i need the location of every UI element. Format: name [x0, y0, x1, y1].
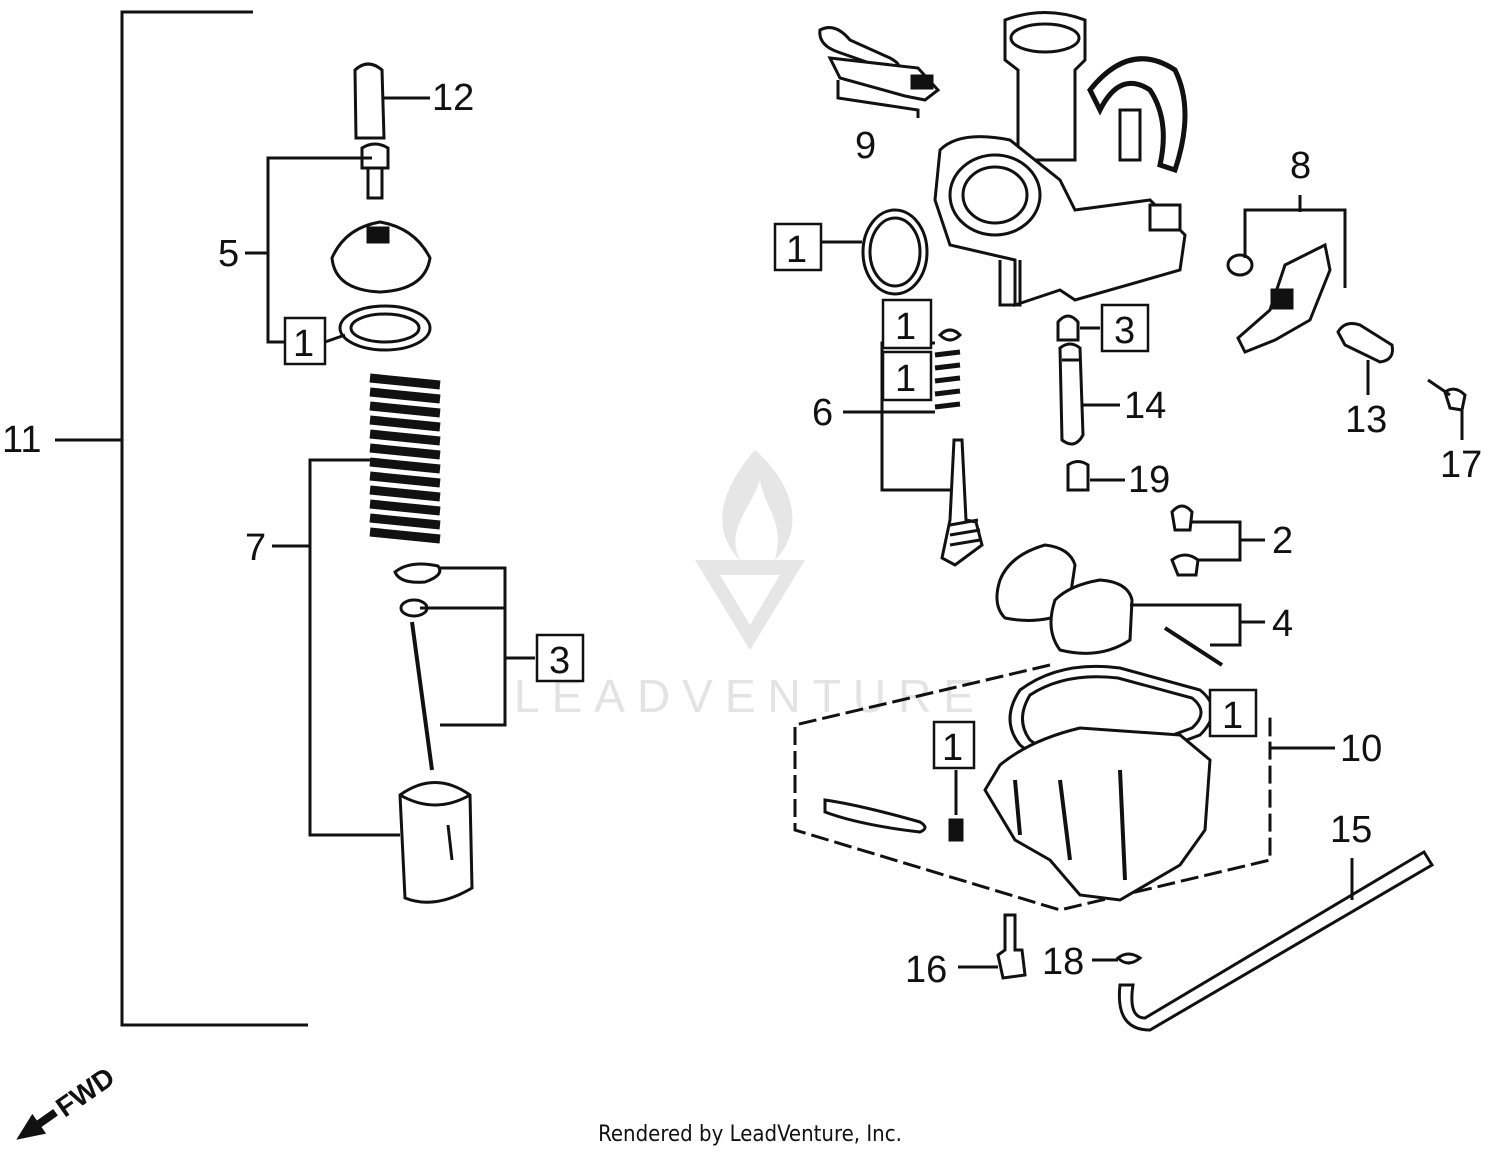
bracket-7: [308, 458, 400, 837]
label-1f: 1: [1222, 695, 1243, 737]
box-1c: [881, 298, 933, 350]
part-7-throttle-valve: [398, 781, 474, 904]
box-1f: [1208, 688, 1258, 738]
bracket-5: [266, 156, 372, 344]
part-14-main-jet-holder: [1058, 342, 1085, 446]
label-12: 12: [432, 77, 474, 119]
part-19-main-jet: [1066, 460, 1090, 492]
leader-9: [836, 80, 920, 118]
watermark-text: LEADVENTURE: [514, 670, 986, 722]
part-8-ring: [1226, 253, 1254, 277]
label-1e: 1: [942, 727, 963, 769]
leader-1a: [324, 333, 346, 344]
label-16: 16: [905, 949, 947, 991]
part-18-clip: [1115, 952, 1143, 965]
part-6-pilot-screw: [940, 438, 984, 567]
part-7-spring: [369, 373, 441, 544]
label-6: 6: [812, 392, 833, 434]
watermark-v-icon: [695, 560, 805, 650]
label-10: 10: [1340, 728, 1382, 770]
label-3b: 3: [1114, 310, 1135, 352]
part-1-drain-screw: [948, 818, 964, 842]
label-13: 13: [1345, 399, 1387, 441]
fwd-arrow-icon: [16, 1109, 58, 1140]
fwd-label: FWD: [50, 1061, 120, 1123]
box-1a: [283, 316, 327, 366]
part-12-needle-jet: [353, 62, 386, 140]
part-5-plug: [360, 142, 390, 200]
label-18: 18: [1042, 941, 1084, 983]
label-9: 9: [855, 125, 876, 167]
label-8: 8: [1290, 145, 1311, 187]
part-1-gasket: [338, 304, 432, 352]
box-1b: [773, 222, 823, 272]
label-4: 4: [1272, 603, 1293, 645]
label-11: 11: [2, 419, 41, 461]
part-10-float-chamber: [983, 726, 1212, 902]
bracket-11: [120, 10, 308, 1027]
part-1-spring-small: [934, 349, 961, 410]
bracket-2: [1190, 520, 1265, 562]
label-1b: 1: [786, 229, 807, 271]
part-16-screw: [996, 913, 1027, 980]
label-17: 17: [1440, 444, 1482, 486]
part-17-screw: [1427, 378, 1467, 412]
box-3a: [535, 633, 585, 683]
label-1d: 1: [895, 358, 916, 400]
label-1a: 1: [293, 323, 314, 365]
label-7: 7: [245, 527, 266, 569]
label-5: 5: [218, 233, 239, 275]
part-2-float-pin-clip: [1170, 504, 1200, 577]
part-13-collar: [1336, 322, 1394, 364]
watermark-flame-icon: [722, 450, 793, 560]
box-3b: [1100, 303, 1150, 353]
bracket-4: [1130, 603, 1265, 647]
label-1c: 1: [895, 306, 916, 348]
footer-credit: Rendered by LeadVenture, Inc.: [598, 1122, 902, 1147]
bracket-8: [1243, 195, 1347, 288]
part-1-washer-small: [937, 328, 963, 342]
part-1-o-ring: [861, 208, 929, 296]
part-10-drain-tube-stub: [823, 798, 927, 834]
part-15-drain-tube: [1117, 849, 1435, 1032]
box-1d: [881, 350, 933, 402]
part-5-top-cap: [330, 220, 432, 294]
part-4-float-right: [1049, 578, 1134, 655]
label-3a: 3: [549, 640, 570, 682]
part-4-float-pin: [1163, 626, 1224, 667]
part-1-chamber-gasket: [1008, 664, 1214, 768]
part-3-float-valve-seat: [1056, 314, 1080, 342]
label-2: 2: [1272, 520, 1293, 562]
label-19: 19: [1128, 459, 1170, 501]
part-3-clip: [393, 562, 442, 584]
label-15: 15: [1330, 809, 1372, 851]
bracket-3a: [420, 566, 535, 727]
label-14: 14: [1124, 385, 1166, 427]
part-carburetor-body: [933, 11, 1188, 308]
box-1e: [932, 720, 976, 770]
watermark: LEADVENTURE: [514, 450, 986, 722]
part-3-needle: [410, 621, 434, 771]
